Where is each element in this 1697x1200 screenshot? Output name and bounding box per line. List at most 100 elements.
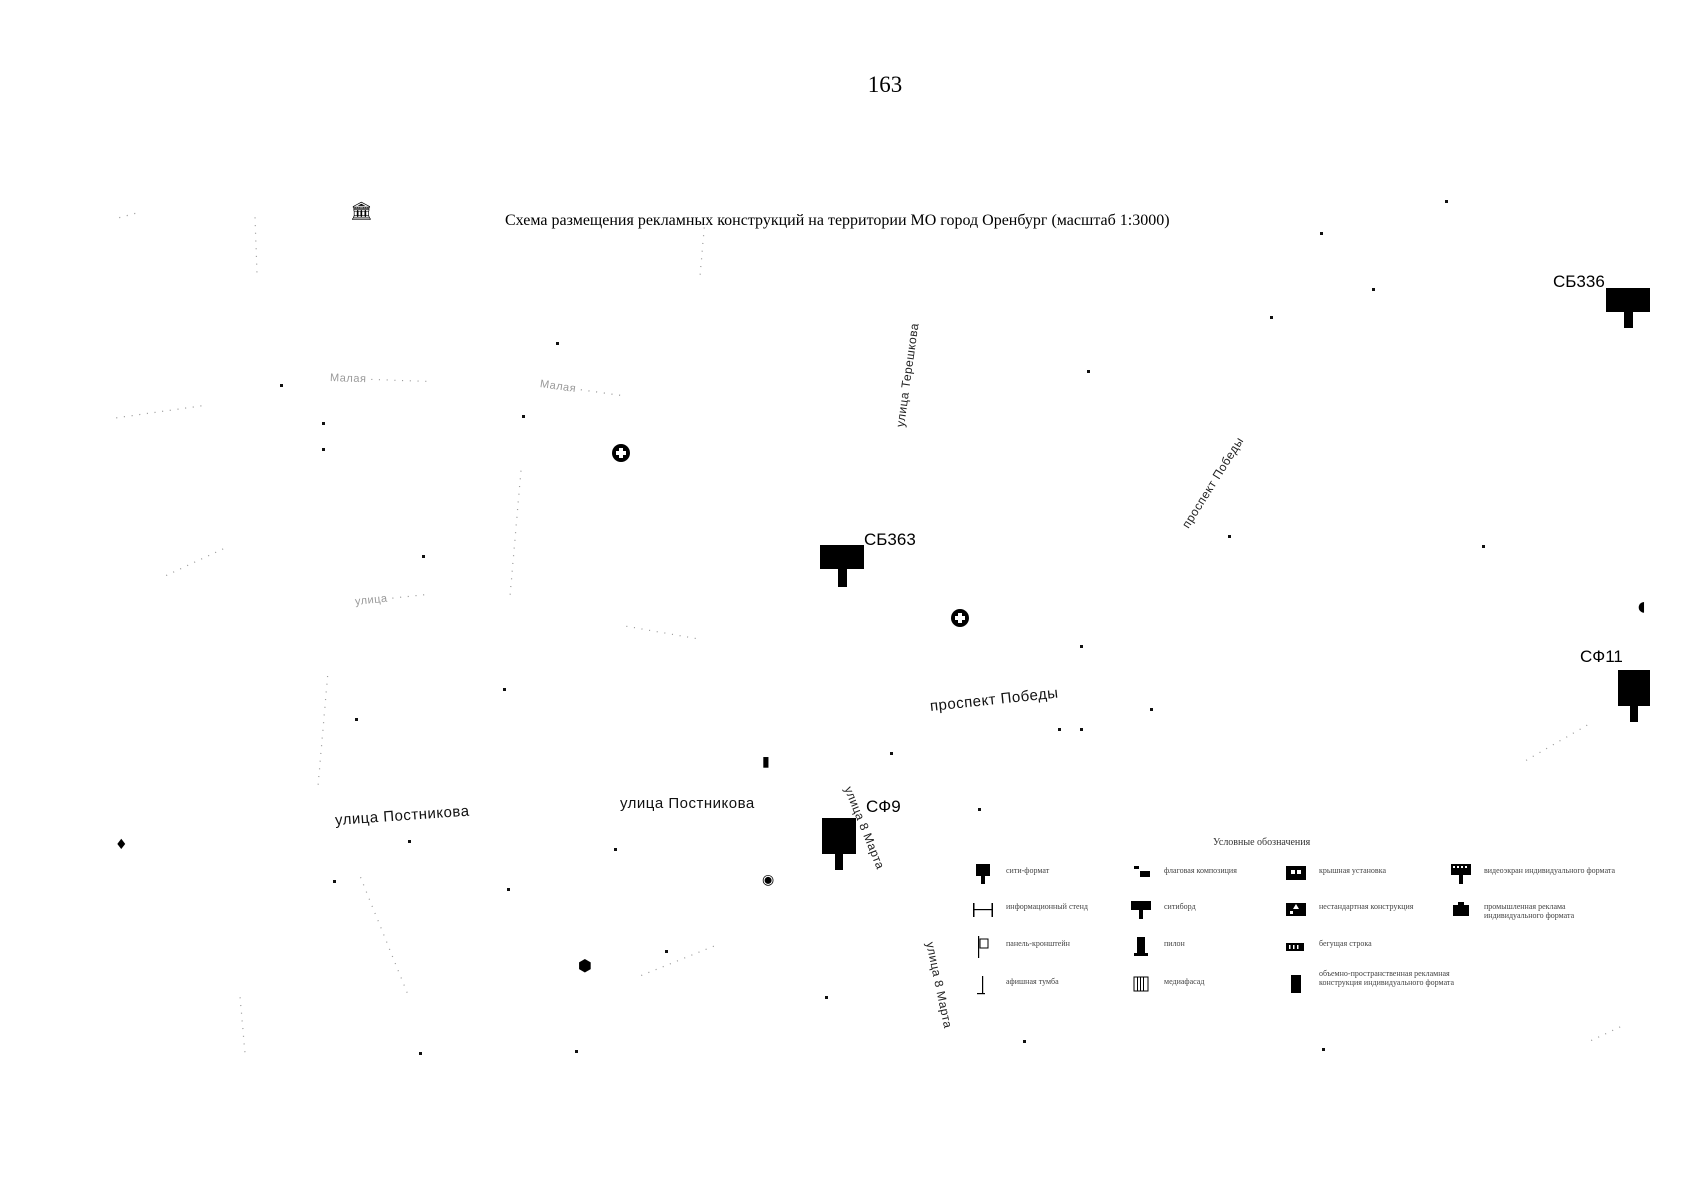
citiformat-marker-sf9[interactable] [822,818,856,870]
construction-code-sb363: СБ363 [864,530,916,549]
street-fragment: · · · · · · · · [234,995,252,1055]
map-dot [503,688,506,691]
construction-code-sf11: СФ11 [1580,647,1623,666]
legend-item-billboard: ситиборд [1130,898,1290,924]
theater-icon: ◉ [762,872,775,888]
running-line-icon [1286,943,1304,951]
legend-label: информационный стенд [1006,902,1088,911]
street-label-postnikova-left: улица Постникова [334,802,471,829]
info-stand-icon [973,903,993,917]
map-dot [1372,288,1375,291]
nonstandard-icon [1286,903,1306,916]
map-dot [280,384,283,387]
street-label-tereshkova: улица Терешкова [893,321,922,428]
map-dot [1058,728,1061,731]
place-icon: ◖ [1638,599,1646,615]
map-dot [1150,708,1153,711]
flag-icon [1134,866,1150,877]
museum-icon: 🏛 [350,201,373,222]
legend-label: панель-кронштейн [1006,939,1070,948]
legend-label: бегущая строка [1319,939,1372,948]
map-dot [1023,1040,1026,1043]
street-fragment: · · · · · · · · [249,215,264,275]
video-screen-icon [1451,864,1471,884]
map-dot [1080,645,1083,648]
citiformat-marker-sf11[interactable] [1618,670,1650,722]
street-fragment: · · · · · · · · · · [1522,718,1592,767]
construction-code-sb336: СБ336 [1553,272,1605,291]
map-dot [575,1050,578,1053]
legend-item-freestanding: объемно-пространственная рекламная конст… [1285,965,1460,1005]
billboard-marker-sb363[interactable] [820,545,864,587]
legend-label: крышная установка [1319,866,1387,875]
street-fragment: · · · [116,207,139,224]
billboard-marker-sb336[interactable] [1606,288,1650,328]
legend-item-running: бегущая строка [1285,935,1445,961]
street-fragment: · · · · · · · [694,225,711,277]
hospital-icon [951,609,969,627]
bracket-panel-icon [978,936,989,958]
freestanding-icon [1291,975,1301,993]
bookstore-icon: ▮ [762,754,770,770]
street-label-ulitsa-left: улица · · · · · [354,588,427,608]
street-label-postnikova-center: улица Постникова [620,795,755,812]
street-fragment: · · · · · · · · · [162,542,228,582]
page-number: 163 [867,72,903,97]
street-fragment: · · · · · · · · · · · · · · · · · [504,468,528,597]
legend-item-nonstandard: нестандартная конструкция [1285,898,1445,924]
map-dot [978,808,981,811]
street-fragment: · · · · · · · · · · · [637,939,718,982]
street-label-prospekt-pobedy-diagonal: проспект Победы [1179,434,1247,531]
map-dot [556,342,559,345]
citiformat-icon [976,864,990,884]
map-dot [507,888,510,891]
legend-label: видеоэкран индивидуального формата [1484,866,1616,875]
map-dot [1270,316,1273,319]
construction-code-sf9: СФ9 [866,797,901,816]
legend-item-flag: флаговая композиция [1130,862,1290,888]
street-label-malaya-2: Малая · · · · · · [539,378,623,402]
legend-label: промышленная реклама индивидуального фор… [1484,902,1575,920]
map-dot [1482,545,1485,548]
legend-item-citiformat: сити-формат [972,862,1132,888]
map-dot [665,950,668,953]
map-dot [322,422,325,425]
legend-label: медиафасад [1164,977,1205,986]
legend-title: Условные обозначения [1213,837,1311,848]
legend-label: объемно-пространственная рекламная конст… [1319,969,1455,987]
street-fragment: · · · · · · · · · · [623,620,699,645]
street-label-malaya-1: Малая · · · · · · · · [329,372,429,388]
legend-item-poster: афишная тумба [972,973,1132,999]
promo-icon [1453,902,1469,916]
map-title: Схема размещения рекламных конструкций н… [505,212,1170,229]
legend-item-infostand: информационный стенд [972,898,1132,924]
street-fragment: · · · · · · · · · · · · · · · · · [354,873,414,997]
map-dot [422,555,425,558]
pharmacy-icon: ⬢ [578,956,592,975]
map-dot [355,718,358,721]
street-fragment: · · · · · [1587,1020,1625,1047]
map-dot [1080,728,1083,731]
legend-item-bracket: панель-кронштейн [972,935,1132,961]
poster-stand-icon [977,976,985,995]
legend-item-mediafacade: медиафасад [1130,973,1290,999]
media-facade-icon [1133,976,1149,992]
map-dot [408,840,411,843]
billboard-icon [1131,901,1151,919]
pillar-icon [1134,937,1148,956]
map-dot [1320,232,1323,235]
legend-label: афишная тумба [1006,977,1059,986]
map-dot [419,1052,422,1055]
legend-item-pillar: пилон [1130,935,1290,961]
legend-label: пилон [1164,939,1185,948]
street-label-8-marta-lower: улица 8 Марта [923,940,956,1030]
street-fragment: · · · · · · · · · · · · · · · [312,673,334,787]
legend-label: ситиборд [1164,902,1196,911]
map-dot [1087,370,1090,373]
map-dot [322,448,325,451]
map-dot [890,752,893,755]
hospital-icon [612,444,630,462]
legend-item-roof: крышная установка [1285,862,1445,888]
street-label-prospekt-pobedy: проспект Победы [929,684,1060,715]
